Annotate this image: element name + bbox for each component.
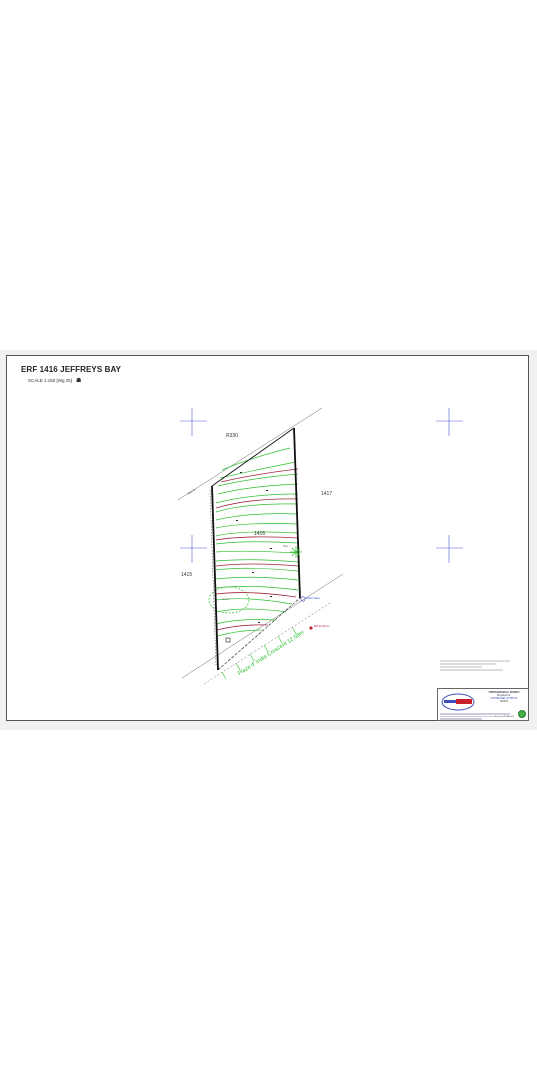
logo-band	[456, 699, 472, 704]
boundary-east	[293, 427, 301, 599]
boundary-offset	[209, 489, 217, 666]
index-contour	[215, 536, 299, 541]
contour	[215, 550, 299, 554]
contour	[219, 461, 297, 479]
red-contours	[215, 468, 299, 631]
title-block-sub3: ISOKHI	[499, 700, 509, 703]
title-block-sub2: KLIPHEUWEL SCHOLTZ	[490, 697, 518, 700]
logo-bar	[444, 700, 456, 703]
road-line-r330	[177, 407, 323, 501]
spot-height	[258, 622, 260, 623]
title-block-text: TOPOGRAPHICAL SURVEY Prepared for: KLIPH…	[480, 691, 528, 703]
spot-height	[252, 572, 254, 573]
north-arrow-icon: ☗	[76, 378, 82, 384]
water-valve-icon	[300, 596, 306, 602]
spot-height	[236, 520, 238, 521]
title-block-sub1: Prepared for:	[497, 694, 511, 697]
address-line	[440, 713, 510, 715]
title-block-address	[440, 713, 510, 720]
note-line	[440, 660, 510, 662]
contour	[215, 541, 299, 545]
spot-height	[240, 472, 242, 473]
plan-title: ERF 1416 JEFFREYS BAY	[21, 365, 122, 374]
scale-label: SCALE 1:150 [Wg 25]	[28, 378, 73, 383]
index-contour	[220, 468, 299, 483]
label-tree: Tree	[283, 545, 288, 548]
label-water-valve: Water Valve	[306, 597, 320, 600]
spot-height	[270, 548, 272, 549]
erf-boundary	[209, 427, 301, 671]
contour	[221, 447, 291, 471]
contour	[217, 473, 299, 487]
contour	[215, 493, 299, 504]
tick	[235, 662, 241, 671]
label-erf-1415: 1415	[181, 572, 193, 578]
survey-beacon	[225, 637, 231, 643]
street-ticks	[221, 626, 297, 680]
contour	[215, 567, 299, 572]
contour	[215, 513, 299, 521]
contour	[215, 523, 299, 529]
address-line	[440, 715, 496, 717]
tree-canopy	[208, 586, 250, 614]
boundary-south	[217, 597, 301, 671]
label-house: Site Dr...	[222, 599, 231, 601]
grid-crosses	[180, 408, 463, 563]
drawing-notes	[440, 660, 510, 671]
title-block-heading: TOPOGRAPHICAL SURVEY	[488, 691, 520, 694]
index-contour	[215, 563, 299, 567]
approval-badge-icon	[518, 710, 526, 718]
tick	[277, 635, 283, 644]
contour	[215, 586, 299, 591]
boundary-west	[211, 485, 219, 671]
contour	[215, 559, 299, 563]
boundary-north	[211, 427, 295, 487]
tick	[263, 644, 269, 653]
green-contours	[208, 447, 299, 637]
spot-heights	[225, 472, 272, 643]
label-benchmark: BM 31.40mm	[314, 625, 330, 628]
note-line	[440, 666, 482, 668]
contour	[215, 598, 293, 605]
plan-scale: SCALE 1:150 [Wg 25] ☗	[28, 377, 81, 384]
contour	[215, 576, 299, 581]
contour	[215, 608, 287, 613]
address-line	[440, 718, 482, 720]
index-contour	[216, 624, 269, 631]
label-erf-1416: 1416	[254, 531, 266, 537]
title-block-ref: Drawing: 0021-AA-1416	[494, 716, 514, 718]
SURVEY-logo	[441, 693, 475, 711]
contour	[215, 531, 299, 537]
label-erf-1417: 1417	[321, 491, 333, 497]
tree-symbol	[290, 546, 302, 558]
tick	[249, 653, 255, 662]
logo-ring	[441, 693, 475, 711]
title-block: TOPOGRAPHICAL SURVEY Prepared for: KLIPH…	[437, 688, 529, 721]
note-line	[440, 669, 503, 671]
road-line-street	[181, 573, 344, 679]
contour	[217, 483, 299, 495]
spot-height	[266, 490, 268, 491]
contour	[215, 619, 277, 625]
contour	[215, 503, 299, 513]
note-line	[440, 663, 496, 665]
index-contour	[215, 498, 299, 509]
tick	[291, 626, 297, 635]
spot-height	[270, 596, 272, 597]
benchmark-icon	[309, 626, 313, 630]
road-line-inner	[203, 602, 331, 685]
road-lines	[177, 407, 344, 685]
label-r330: R330	[226, 433, 238, 439]
index-contour	[215, 592, 297, 598]
contour	[217, 629, 263, 637]
tick	[221, 671, 227, 680]
